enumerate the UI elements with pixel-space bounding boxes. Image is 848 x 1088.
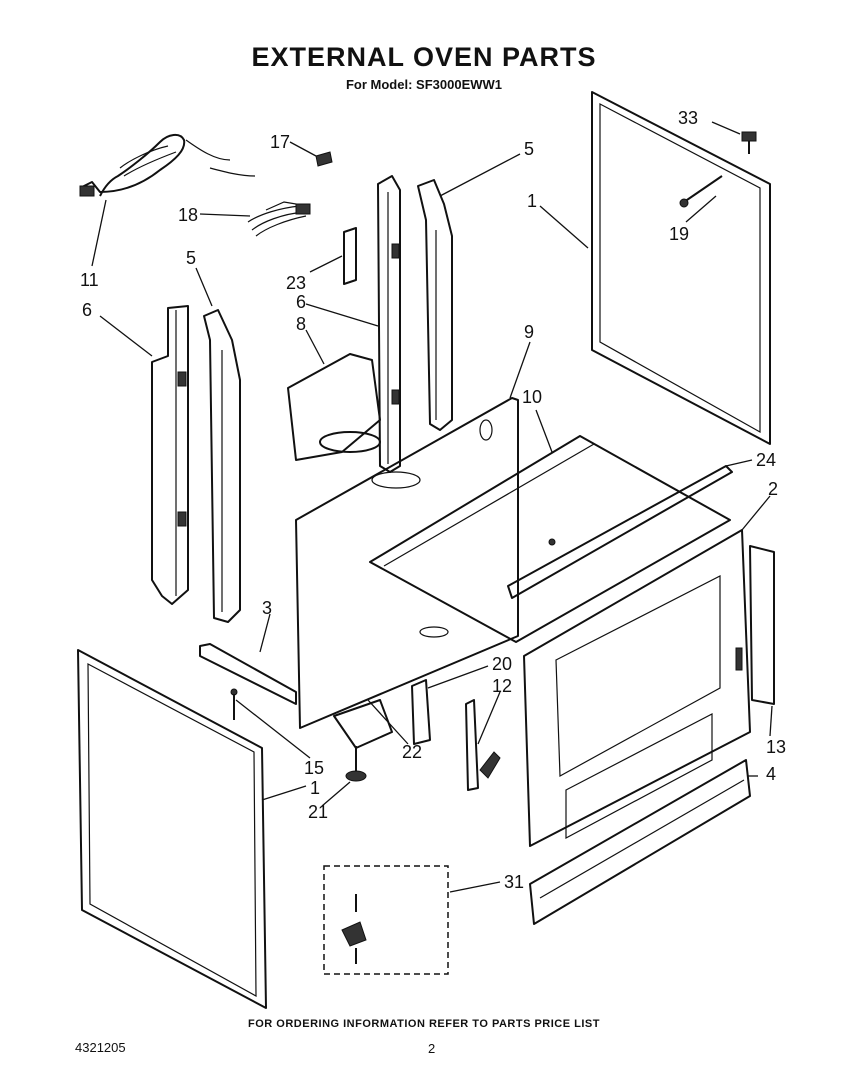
leader-lines: [91, 121, 773, 893]
callout-31: 31: [504, 872, 524, 892]
side-panel-left: [77, 649, 267, 1009]
screw-33: [741, 131, 757, 154]
side-frame-center: [377, 175, 401, 473]
callout-21: 21: [308, 802, 328, 822]
callout-9: 9: [524, 322, 534, 342]
callout-24: 24: [756, 450, 776, 470]
power-cord: [79, 134, 256, 197]
clip-17: [315, 151, 333, 167]
rear-panel: [295, 397, 519, 729]
channel-right: [417, 179, 453, 431]
callout-12: 12: [492, 676, 512, 696]
leveling-base: [333, 699, 393, 749]
side-frame-left: [151, 305, 189, 605]
callout-5-left: 5: [186, 248, 196, 268]
callout-labels: 33 17 5 1 19 18 11 23 6 5 6 8 9 10 24 2 …: [80, 108, 786, 892]
callout-22: 22: [402, 742, 422, 762]
callout-3: 3: [262, 598, 272, 618]
document-number: 4321205: [75, 1040, 126, 1055]
callout-17: 17: [270, 132, 290, 152]
callout-4: 4: [766, 764, 776, 784]
front-frame: [523, 529, 751, 847]
trim-strip: [507, 465, 733, 599]
channel-left: [203, 309, 241, 623]
diagram-title: EXTERNAL OVEN PARTS: [251, 42, 597, 72]
callout-20: 20: [492, 654, 512, 674]
leveling-leg: [345, 746, 367, 782]
model-subtitle: For Model: SF3000EWW1: [345, 77, 503, 92]
callout-8: 8: [296, 314, 306, 334]
page-number: 2: [428, 1041, 436, 1056]
toe-strip: [529, 759, 751, 925]
callout-15: 15: [304, 758, 324, 778]
screw-15: [230, 688, 238, 720]
callout-5-upper: 5: [524, 139, 534, 159]
callout-1-lower: 1: [310, 778, 320, 798]
callout-1-upper: 1: [527, 191, 537, 211]
side-panel-right: [591, 91, 771, 445]
side-strip: [735, 545, 775, 705]
callout-10: 10: [522, 387, 542, 407]
callout-18: 18: [178, 205, 198, 225]
callout-13: 13: [766, 737, 786, 757]
callout-6-left: 6: [82, 300, 92, 320]
vent-duct: [287, 353, 381, 461]
ordering-note: FOR ORDERING INFORMATION REFER TO PARTS …: [248, 1018, 600, 1030]
inset-box-31: [323, 865, 449, 975]
rail: [199, 643, 297, 705]
callout-19: 19: [669, 224, 689, 244]
bracket-20: [411, 679, 431, 745]
top-panel: [369, 435, 731, 643]
callout-33: 33: [678, 108, 698, 128]
callout-6-center: 6: [296, 292, 306, 312]
hinge-12: [465, 699, 501, 791]
callout-23: 23: [286, 273, 306, 293]
wire-harness: [247, 201, 311, 237]
callout-2: 2: [768, 479, 778, 499]
bolt-19: [679, 175, 723, 208]
bracket-23: [343, 227, 357, 285]
callout-11: 11: [80, 270, 99, 290]
